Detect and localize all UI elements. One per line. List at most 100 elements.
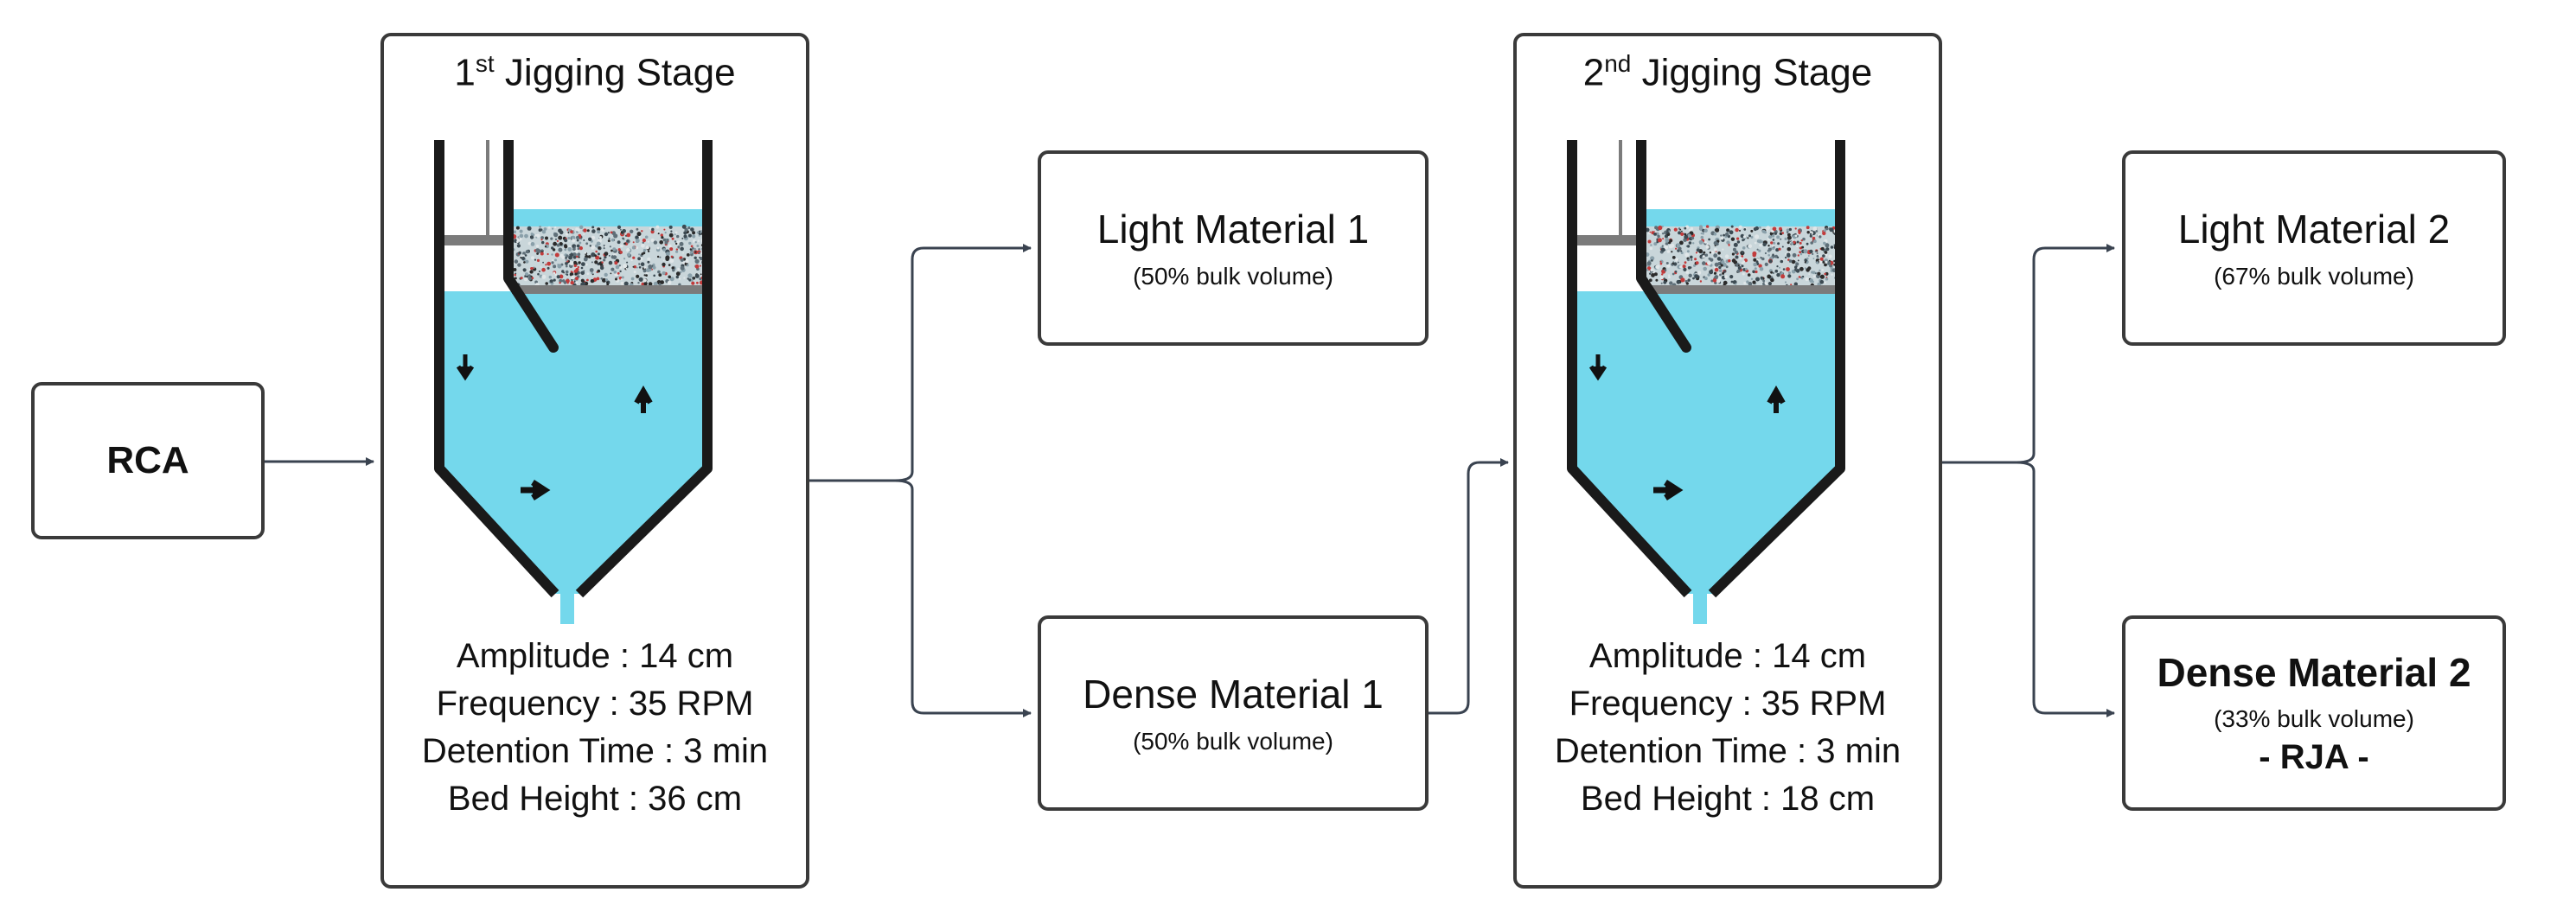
- particle: [1825, 276, 1828, 278]
- connector-dense1-stage2: [1429, 458, 1509, 715]
- particle: [1676, 243, 1681, 248]
- particle: [565, 257, 567, 259]
- particle: [680, 258, 684, 262]
- particle: [1787, 247, 1792, 252]
- particle: [1714, 267, 1719, 272]
- particle: [604, 252, 609, 256]
- particle: [565, 273, 567, 276]
- particle: [1797, 259, 1799, 262]
- particle: [637, 257, 641, 261]
- particle: [1831, 273, 1833, 276]
- dense-material-2-box: Dense Material 2 (33% bulk volume) - RJA…: [2122, 615, 2506, 811]
- particle: [1660, 282, 1663, 284]
- particle: [1780, 238, 1782, 240]
- particle: [687, 233, 692, 238]
- particle: [1812, 280, 1814, 284]
- particle: [613, 271, 617, 274]
- particle: [542, 261, 544, 264]
- particle: [1785, 256, 1787, 259]
- particle: [610, 249, 613, 252]
- particle: [1717, 251, 1721, 255]
- particle: [1775, 248, 1780, 252]
- particle: [1647, 239, 1652, 244]
- particle: [1760, 256, 1762, 259]
- particle: [1805, 277, 1809, 282]
- particle: [576, 239, 579, 242]
- particle: [614, 261, 618, 265]
- particle: [572, 256, 577, 259]
- particle: [525, 272, 528, 277]
- stage-2-title: 2nd Jigging Stage: [1582, 50, 1873, 94]
- particle: [586, 278, 589, 282]
- particle: [608, 260, 613, 265]
- particle: [1680, 252, 1684, 255]
- particle: [648, 282, 653, 286]
- particle: [1702, 255, 1705, 258]
- particle: [1720, 236, 1724, 240]
- particle: [619, 228, 622, 231]
- particle: [1734, 250, 1739, 255]
- particle: [591, 271, 593, 275]
- particle: [571, 278, 573, 281]
- particle: [545, 236, 548, 240]
- particle: [570, 252, 574, 257]
- particle: [603, 245, 605, 247]
- particle: [559, 230, 564, 235]
- particle: [1794, 234, 1798, 237]
- particle: [557, 264, 562, 269]
- particle: [544, 245, 547, 248]
- stage-1-parameters: Amplitude : 14 cm Frequency : 35 RPM Det…: [384, 633, 806, 823]
- particle: [573, 264, 577, 268]
- particle: [1661, 273, 1664, 276]
- particle: [1703, 266, 1707, 271]
- particle: [625, 267, 628, 270]
- particle: [609, 245, 611, 248]
- particle: [688, 278, 692, 282]
- particle: [585, 263, 588, 266]
- particle: [1686, 245, 1691, 248]
- particle: [564, 239, 568, 243]
- particle: [681, 224, 687, 229]
- particle: [553, 271, 556, 275]
- particle: [1799, 266, 1804, 271]
- particle: [606, 281, 609, 284]
- particle: [1800, 277, 1804, 280]
- particle: [1708, 257, 1711, 260]
- particle: [1764, 252, 1767, 255]
- particle: [1829, 227, 1834, 233]
- particle: [1799, 252, 1803, 256]
- rja-label: - RJA -: [2259, 738, 2369, 777]
- particle: [647, 250, 650, 252]
- stage-2-frequency: Frequency : 35 RPM: [1569, 685, 1887, 723]
- particle: [540, 239, 543, 241]
- outlet-pipe: [560, 594, 574, 624]
- particle: [1798, 229, 1800, 233]
- particle: [1678, 231, 1682, 235]
- particle: [1687, 278, 1691, 282]
- particle: [632, 256, 636, 259]
- particle: [527, 241, 532, 245]
- particle: [1703, 251, 1706, 254]
- dense-material-2-volume: (33% bulk volume): [2214, 705, 2414, 733]
- particle: [1786, 267, 1790, 271]
- particle: [1686, 250, 1690, 253]
- particle: [645, 245, 649, 250]
- particle: [1825, 260, 1828, 264]
- water-body: [439, 291, 707, 594]
- connector-split1-light1: [911, 244, 1032, 472]
- particle: [1717, 261, 1722, 266]
- particle: [677, 267, 681, 271]
- particle: [556, 275, 560, 279]
- particle: [596, 277, 600, 281]
- particle: [518, 251, 521, 255]
- particle: [1684, 234, 1689, 239]
- particle: [1786, 228, 1790, 233]
- particle: [1741, 251, 1744, 254]
- particle: [523, 261, 526, 264]
- particle: [1737, 264, 1740, 267]
- particle: [529, 270, 534, 274]
- particle: [1813, 239, 1817, 244]
- particle: [631, 245, 636, 250]
- particle: [1672, 272, 1675, 276]
- particle: [635, 239, 640, 243]
